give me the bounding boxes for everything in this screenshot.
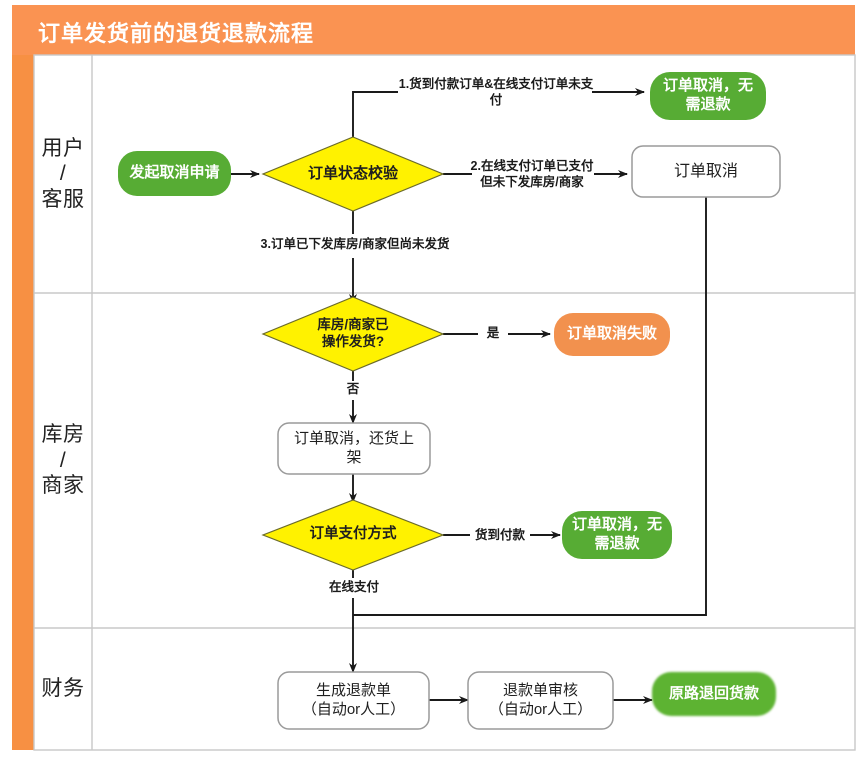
edge-cancelled-to-finance	[353, 197, 707, 616]
edge-label-pay-cod: 货到付款	[474, 528, 525, 542]
node-shape-order-cancelled	[631, 145, 781, 198]
node-shape-cancel-failed	[554, 313, 670, 356]
lane-label-user: 用户 / 客服	[41, 136, 85, 211]
edge-label-shipped-no: 否	[346, 382, 360, 396]
node-shape-refund-original-route	[652, 672, 776, 716]
page-title: 订单发货前的退货退款流程	[38, 21, 315, 46]
header-bar	[12, 5, 855, 55]
edge-label-branch-1: 1.货到付款订单&在线支付订单未支付	[398, 77, 594, 107]
node-shape-cancel-restock	[277, 422, 431, 475]
edge-label-shipped-yes: 是	[486, 326, 500, 340]
node-shapes	[118, 72, 781, 730]
node-shape-payment-method	[261, 499, 445, 571]
edge-label-branch-2: 2.在线支付订单已支付 但未下发库房/商家	[470, 159, 594, 189]
lane-label-finance: 财务	[41, 677, 85, 701]
node-shape-audit-refund-order	[467, 671, 614, 730]
node-shape-cancel-no-refund-2	[562, 511, 672, 559]
node-shape-shipped-decision	[261, 296, 445, 372]
node-shape-start-cancel-request	[118, 151, 231, 196]
lane-label-warehouse: 库房 / 商家	[41, 423, 85, 498]
node-shape-create-refund-order	[277, 671, 430, 730]
node-shape-cancel-no-refund-1	[650, 72, 766, 120]
left-orange-stripe	[12, 55, 34, 750]
edge-label-branch-3: 3.订单已下发库房/商家但尚未发货	[260, 237, 450, 251]
connectors	[231, 88, 707, 704]
node-shape-order-status-check	[261, 136, 445, 212]
edge-check-branch1-elbow	[352, 91, 398, 138]
edge-label-pay-online: 在线支付	[328, 580, 379, 594]
